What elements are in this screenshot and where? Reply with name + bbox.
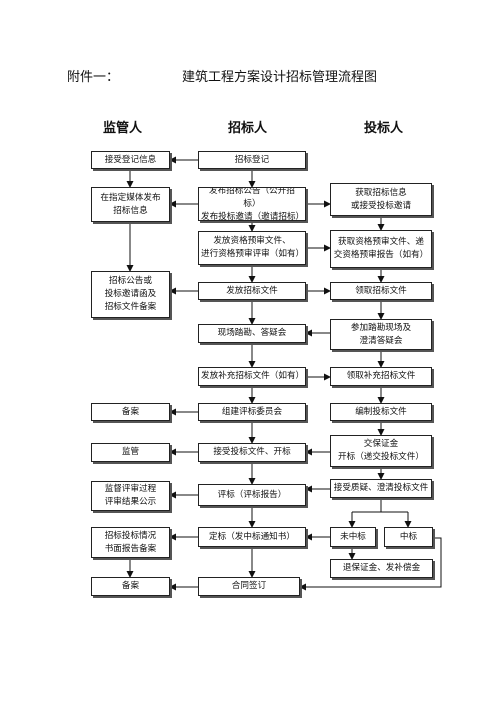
box-deposit-submit: 交保证金 开标（递交投标文件） [330,435,432,467]
box-receive-registration: 接受登记信息 [91,151,170,169]
box-contract-signing: 合同签订 [198,577,300,596]
box-filing-committee: 备案 [91,403,170,421]
box-prepare-bid: 编制投标文件 [330,403,432,421]
column-header-tenderer: 招标人 [228,121,268,136]
box-form-committee: 组建评标委员会 [198,403,306,421]
box-attend-site-visit: 参加踏勘现场及 澄清答疑会 [330,319,432,350]
box-obtain-info: 获取招标信息 或接受投标邀请 [330,183,432,216]
box-bid-opening: 接受投标文件、开标 [198,443,306,462]
box-publish-announcement: 发布招标公告（公开招标） 发布投标邀请（邀请招标） [198,187,306,221]
box-won: 中标 [384,527,433,547]
box-written-report: 招标投标情况 书面报告备案 [91,527,170,558]
box-supplementary-docs: 发放补充招标文件（如有） [198,367,306,386]
box-refund-deposit: 退保证金、发补偿金 [330,559,433,578]
page-title: 建筑工程方案设计招标管理流程图 [182,70,378,85]
box-clarification: 接受质疑、澄清投标文件 [330,479,432,498]
box-collect-tender-docs: 领取招标文件 [330,282,432,300]
box-prequal-report: 获取资格预审文件、递 交资格预审报告（如有） [330,230,432,268]
box-filing-documents: 招标公告或 投标邀请函及 招标文件备案 [91,271,170,318]
box-site-visit: 现场踏勘、答疑会 [198,324,306,343]
arrow-b10-t11 [299,537,442,591]
box-prequalification: 发放资格预审文件、 进行资格预审评审（如有） [198,231,306,265]
box-supervision: 监管 [91,443,170,462]
box-not-won: 未中标 [330,527,376,547]
box-publish-media: 在指定媒体发布 招标信息 [91,187,170,222]
column-header-supervisor: 监管人 [103,121,143,136]
box-monitor-review: 监督评审过程 评审结果公示 [91,481,170,511]
box-tender-registration: 招标登记 [198,151,306,169]
box-bid-evaluation: 评标（评标报告） [198,484,306,506]
box-issue-tender-docs: 发放招标文件 [198,282,306,300]
box-final-filing: 备案 [91,577,170,596]
box-award: 定标（发中标通知书） [198,527,306,547]
column-header-bidder: 投标人 [364,121,404,136]
box-collect-supplementary: 领取补充招标文件 [330,367,432,386]
attachment-label: 附件一： [67,70,120,85]
